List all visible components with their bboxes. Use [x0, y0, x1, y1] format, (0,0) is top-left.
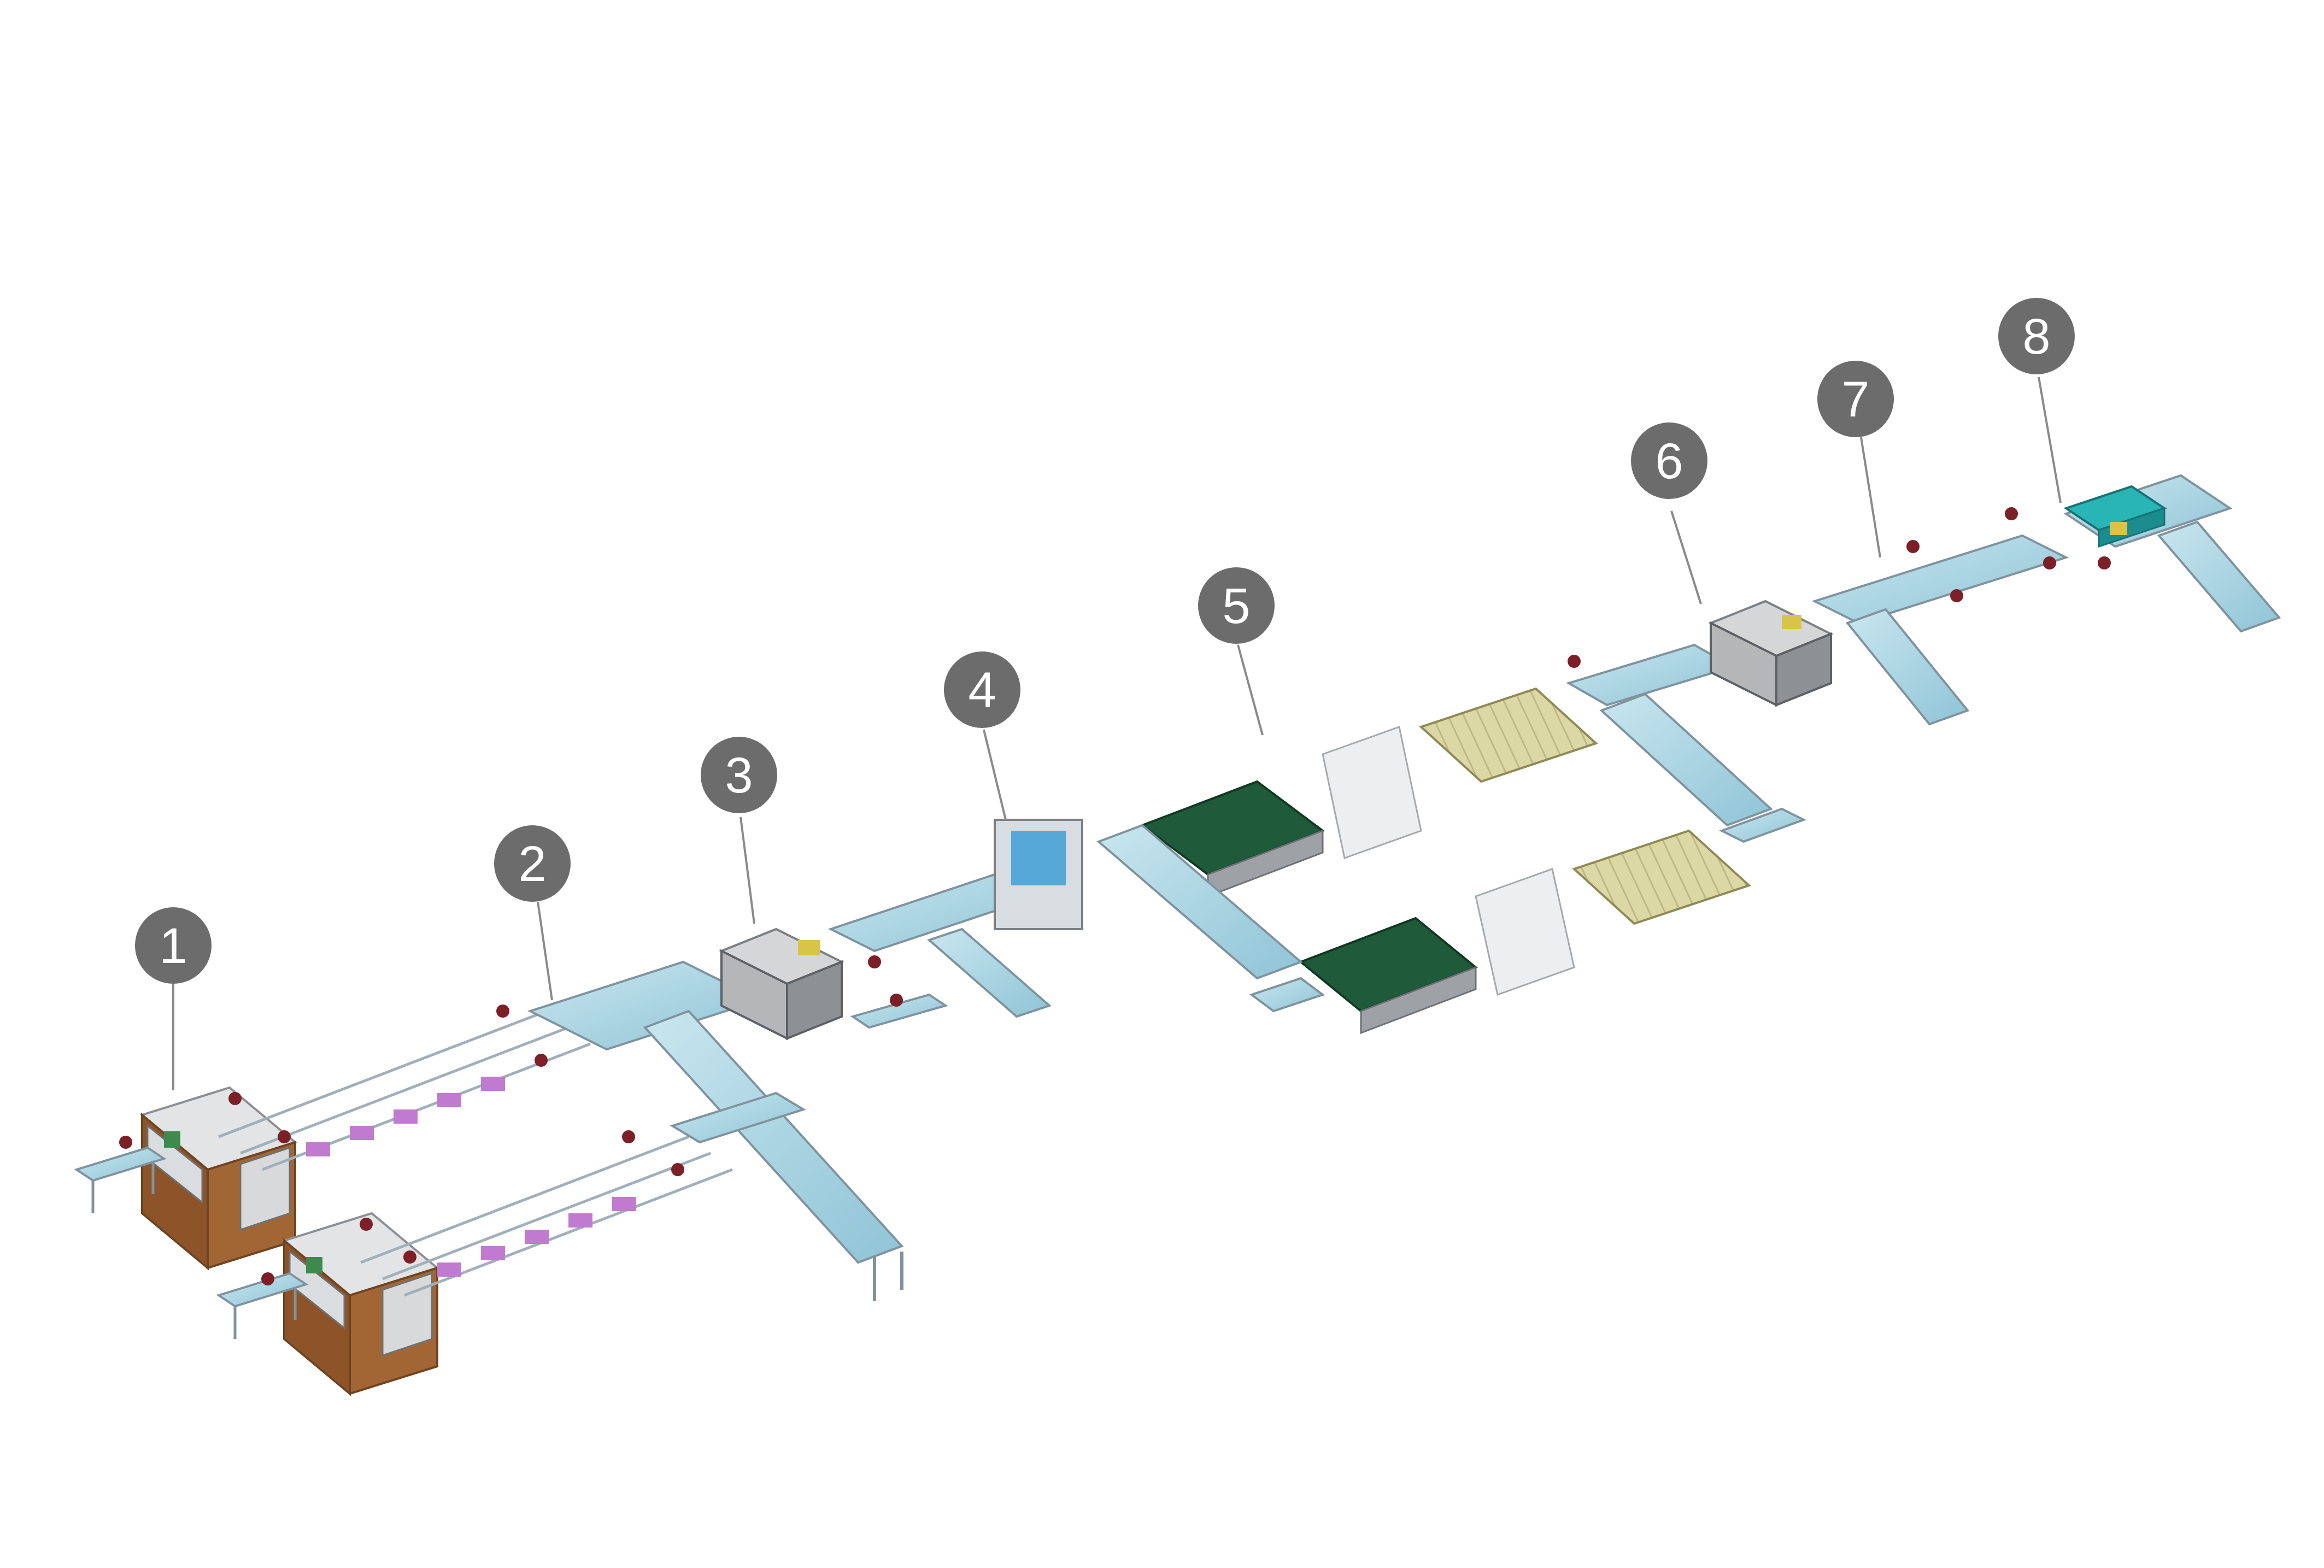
worker-figure	[890, 994, 903, 1007]
worker-figure	[278, 1130, 291, 1143]
worker-figure	[1906, 540, 1920, 553]
worker-figure	[228, 1092, 242, 1105]
worker-icons	[119, 507, 2111, 1285]
worker-figure	[261, 1272, 274, 1285]
laminator-upper	[1140, 687, 1598, 898]
callout-3-label: 3	[725, 748, 753, 803]
magenta-tags-a	[306, 1077, 505, 1156]
test-station-8	[2063, 485, 2167, 548]
bench-left-a	[74, 1146, 167, 1213]
callout-3: 3	[701, 737, 777, 813]
callout-6: 6	[1631, 422, 1707, 499]
transfer-conveyor-2	[527, 960, 904, 1301]
callout-5: 5	[1198, 567, 1275, 644]
worker-figure	[2043, 556, 2056, 569]
worker-figure	[1568, 655, 1581, 668]
callout-4-label: 4	[968, 662, 996, 718]
callout-5-label: 5	[1222, 578, 1250, 634]
callout-1: 1	[135, 907, 212, 984]
laminator-feed-conveyor	[1096, 824, 1325, 1013]
callout-7-label: 7	[1841, 372, 1869, 427]
worker-figure	[360, 1218, 373, 1231]
leader-lines	[172, 377, 2062, 1090]
callout-2-label: 2	[518, 836, 546, 892]
return-conveyor	[1565, 643, 1807, 843]
callout-8: 8	[1998, 298, 2075, 374]
conveyor-6-8	[1811, 474, 2281, 726]
magenta-tags-b	[437, 1197, 636, 1277]
processing-machine-3	[719, 927, 844, 1041]
callout-6-label: 6	[1655, 433, 1683, 489]
worker-figure	[622, 1130, 635, 1143]
glass-loader-4	[994, 819, 1083, 930]
callout-4: 4	[944, 651, 1020, 728]
callout-1-label: 1	[159, 918, 187, 974]
worker-figure	[2005, 507, 2018, 520]
conveyor-3-4	[828, 873, 1052, 1029]
callout-7: 7	[1817, 361, 1894, 437]
callout-8-label: 8	[2022, 309, 2050, 365]
processing-machine-6	[1708, 600, 1834, 707]
worker-figure	[671, 1163, 684, 1176]
laminator-lower	[1299, 829, 1751, 1035]
stringer-machine-b	[281, 1212, 440, 1396]
worker-figure	[2098, 556, 2111, 569]
callout-2: 2	[494, 825, 571, 902]
worker-figure	[403, 1250, 416, 1264]
worker-figure	[119, 1136, 132, 1149]
worker-figure	[496, 1005, 509, 1018]
worker-figure	[535, 1054, 548, 1067]
worker-figure	[868, 955, 881, 968]
worker-figure	[1950, 589, 1963, 602]
stringer-machine-a	[139, 1086, 298, 1271]
